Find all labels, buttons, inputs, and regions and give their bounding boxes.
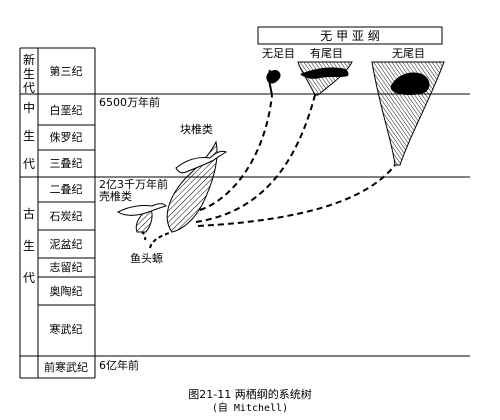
svg-text:中: 中 bbox=[23, 100, 35, 115]
svg-text:生: 生 bbox=[23, 67, 35, 81]
branch-label-2: 有尾目 bbox=[310, 46, 343, 60]
lepospondyl-figure bbox=[117, 203, 167, 216]
ichthyostega-stem bbox=[149, 231, 173, 249]
svg-text:生: 生 bbox=[23, 129, 35, 143]
figure-source: (自 Mitchell) bbox=[212, 401, 288, 414]
label-rhipidistia: 鱼头螈 bbox=[130, 251, 163, 265]
period-permian: 二叠纪 bbox=[50, 183, 83, 196]
era-mesozoic: 中 生 代 bbox=[23, 100, 35, 171]
label-lepospondyli: 壳椎类 bbox=[99, 189, 132, 203]
period-tertiary: 第三纪 bbox=[50, 64, 83, 78]
branch-label-1: 无足目 bbox=[262, 47, 295, 60]
urodela-figure bbox=[300, 67, 349, 79]
time-mark-65: 6500万年前 bbox=[99, 95, 160, 109]
time-mark-600: 6亿年前 bbox=[99, 358, 139, 372]
svg-text:新: 新 bbox=[23, 52, 35, 67]
figure-caption: 图21-11 两栖纲的系统树 bbox=[188, 387, 311, 401]
period-triassic: 三叠纪 bbox=[50, 157, 83, 170]
time-mark-230: 2亿3千万年前 bbox=[99, 177, 168, 191]
urodela-lineage bbox=[297, 61, 353, 96]
lineage-to-anura bbox=[197, 164, 396, 227]
era-cenozoic: 新 生 代 bbox=[23, 52, 35, 95]
period-devonian: 泥盆纪 bbox=[50, 237, 83, 251]
period-cretaceous: 白垩纪 bbox=[50, 103, 83, 117]
anura-figure bbox=[390, 72, 430, 95]
period-precambrian: 前寒武纪 bbox=[44, 360, 88, 374]
period-cambrian: 寒武纪 bbox=[50, 322, 83, 336]
apoda-figure bbox=[266, 70, 281, 84]
subclass-label: 无 甲 亚 纲 bbox=[320, 29, 379, 43]
label-temnospondyli: 块椎类 bbox=[180, 122, 213, 136]
period-carboniferous: 石炭纪 bbox=[50, 210, 83, 223]
period-silurian: 志留纪 bbox=[50, 261, 83, 274]
temnospondyl-figure bbox=[175, 151, 228, 174]
svg-text:生: 生 bbox=[23, 239, 35, 253]
era-paleozoic: 古 生 代 bbox=[23, 206, 35, 285]
period-jurassic: 侏罗纪 bbox=[50, 131, 83, 144]
svg-text:代: 代 bbox=[23, 157, 35, 171]
lineage-to-apoda bbox=[199, 94, 273, 211]
period-ordovician: 奥陶纪 bbox=[50, 284, 83, 298]
subclass-box bbox=[257, 26, 443, 45]
svg-text:古: 古 bbox=[23, 206, 35, 221]
geologic-timescale bbox=[19, 47, 470, 379]
svg-text:代: 代 bbox=[23, 271, 35, 285]
branch-label-3: 无尾目 bbox=[392, 47, 425, 60]
lineage-to-urodela bbox=[195, 94, 316, 223]
svg-text:代: 代 bbox=[23, 81, 35, 95]
